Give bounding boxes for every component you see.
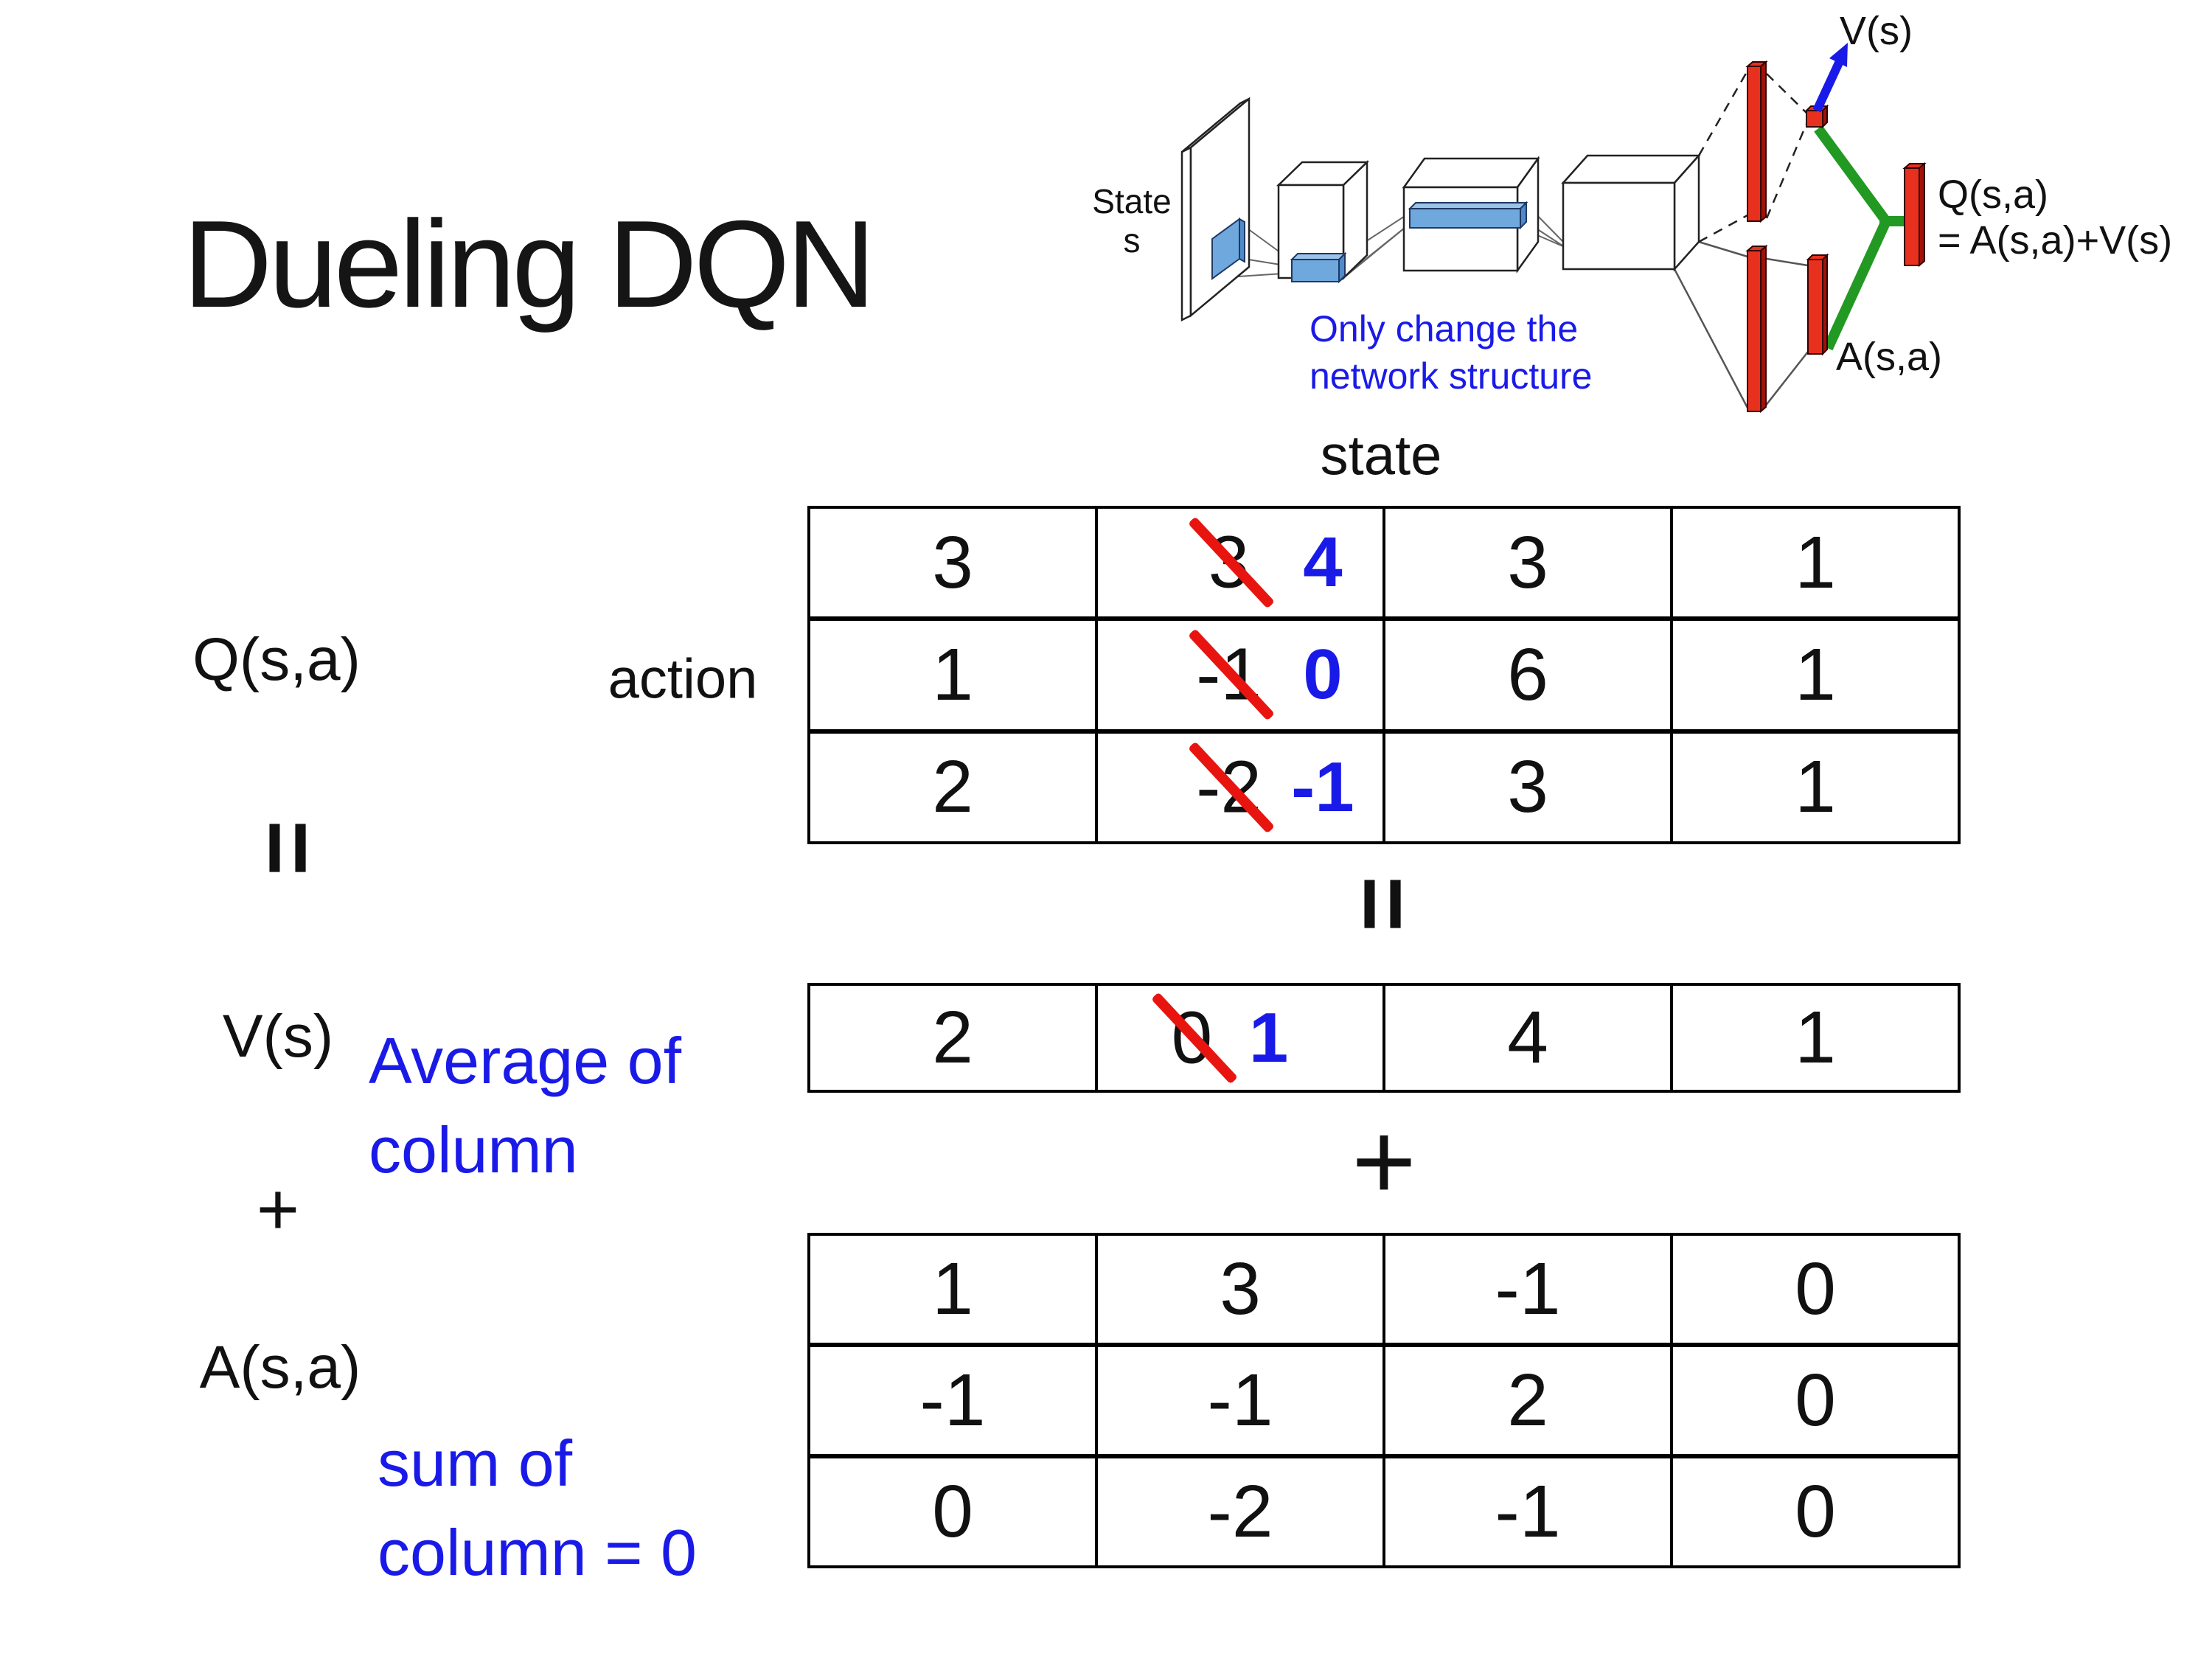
q-output-bar: [1902, 161, 1927, 268]
merge-connector: [1814, 125, 1916, 351]
equals-center: =: [1330, 876, 1438, 932]
q-cell: 1: [1673, 509, 1958, 617]
v-cell-crossed: 0 1: [1098, 986, 1382, 1090]
q-table: 3 3 4 3 1 1 -1 0 6 1 2 -2 -1 3 1: [807, 506, 1961, 844]
diagram-note-line2: network structure: [1310, 355, 1592, 397]
conv-feature-1: [1290, 251, 1347, 284]
q-cell: 3: [1385, 733, 1670, 841]
q-cell: 1: [1673, 733, 1958, 841]
diagram-note-line1: Only change the: [1310, 308, 1578, 349]
new-value: 4: [1303, 523, 1343, 602]
a-term-label: A(s,a): [199, 1334, 361, 1401]
network-diagram: State s V(s) Q(s,a) = A(s,a)+V(s) A(s,a)…: [1092, 9, 2172, 414]
input-feature-patch: [1211, 218, 1245, 280]
conv-feature-2: [1408, 201, 1528, 230]
q-cell: 3: [1385, 509, 1670, 617]
advantage-fc-bar: [1745, 244, 1768, 414]
a-cell: 0: [810, 1458, 1095, 1565]
v-cell: 4: [1385, 986, 1670, 1090]
q-cell-crossed: -2 -1: [1098, 733, 1382, 841]
a-table: 1 3 -1 0 -1 -1 2 0 0 -2 -1 0: [807, 1233, 1961, 1568]
q-cell: 6: [1385, 621, 1670, 729]
q-cell: 2: [810, 733, 1095, 841]
q-cell: 1: [810, 621, 1095, 729]
q-cell: 3: [810, 509, 1095, 617]
page-title: Dueling DQN: [183, 195, 876, 333]
a-cell: -1: [1385, 1236, 1670, 1343]
v-cell: 2: [810, 986, 1095, 1090]
equals-left: =: [235, 820, 343, 876]
q-term-label: Q(s,a): [192, 626, 361, 693]
a-cell: 0: [1673, 1236, 1958, 1343]
a-cell: 0: [1673, 1347, 1958, 1454]
v-cell: 1: [1673, 986, 1958, 1090]
q-output-label-line1: Q(s,a): [1938, 173, 2048, 217]
v-output-label: V(s): [1840, 9, 1913, 53]
average-note: Average of column: [369, 1024, 682, 1186]
new-value: 1: [1248, 998, 1289, 1077]
v-table: 2 0 1 4 1: [807, 983, 1961, 1093]
a-cell: -1: [1098, 1347, 1382, 1454]
fc-solid-lines: [1673, 240, 1809, 411]
conv-box-3: [1561, 153, 1701, 272]
q-output-label-line2: = A(s,a)+V(s): [1938, 218, 2172, 262]
v-term-label: V(s): [222, 1003, 334, 1070]
conv-box-1: [1276, 160, 1370, 280]
plus-center: +: [1352, 1099, 1416, 1223]
a-cell: -2: [1098, 1458, 1382, 1565]
state-input-label-line2: s: [1124, 221, 1141, 260]
state-axis-label: state: [1320, 424, 1442, 487]
new-value: -1: [1291, 747, 1354, 827]
q-cell-crossed: 3 4: [1098, 509, 1382, 617]
a-cell: 0: [1673, 1458, 1958, 1565]
new-value: 0: [1303, 635, 1343, 714]
state-input-label-line1: State: [1092, 182, 1171, 220]
advantage-node-bar: [1806, 253, 1829, 356]
q-cell-crossed: -1 0: [1098, 621, 1382, 729]
sum-note: sum of column = 0: [378, 1427, 697, 1589]
value-fc-bar: [1745, 60, 1768, 223]
a-cell: 2: [1385, 1347, 1670, 1454]
a-cell: -1: [810, 1347, 1095, 1454]
plus-left: +: [256, 1168, 300, 1251]
q-cell: 1: [1673, 621, 1958, 729]
fc-dashed-lines: [1697, 70, 1808, 243]
input-layer-box: [1180, 97, 1251, 322]
a-cell: -1: [1385, 1458, 1670, 1565]
a-cell: 3: [1098, 1236, 1382, 1343]
a-cell: 1: [810, 1236, 1095, 1343]
v-output-arrow-icon: [1812, 43, 1848, 113]
a-output-label: A(s,a): [1836, 335, 1942, 379]
action-axis-label: action: [608, 647, 758, 711]
